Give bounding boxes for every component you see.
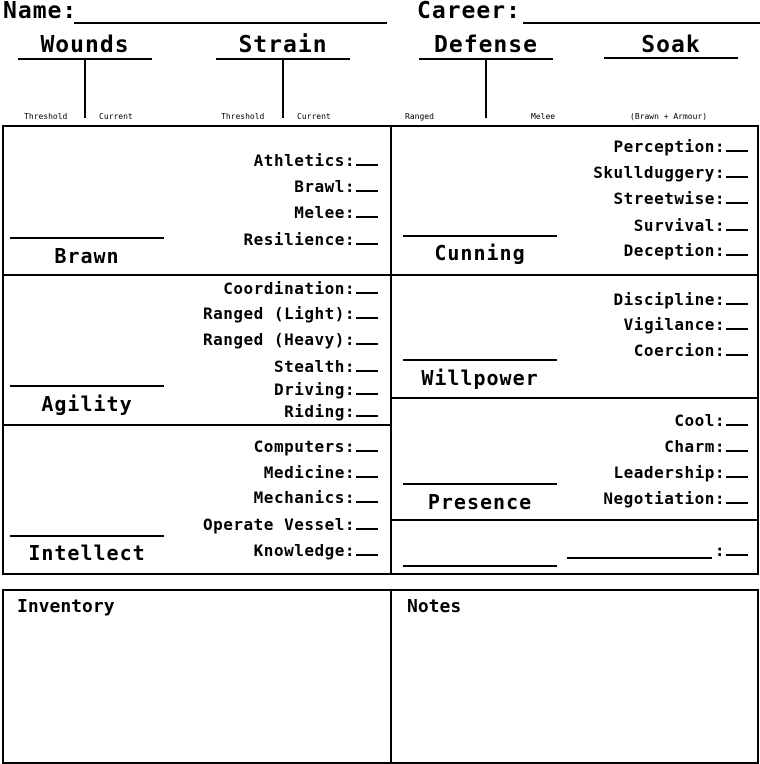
willpower-label: Willpower (421, 366, 539, 390)
defense-melee-label: Melee (531, 112, 556, 121)
inventory-label: Inventory (17, 596, 115, 617)
skill-cool[interactable]: Cool: (674, 411, 748, 430)
agility-value-line[interactable] (10, 385, 164, 387)
presence-value-line[interactable] (403, 483, 557, 485)
willpower-value-line[interactable] (403, 359, 557, 361)
strain-threshold-label: Threshold (221, 112, 265, 121)
willpower-presence-divider (391, 397, 759, 399)
brawn-value-line[interactable] (10, 237, 164, 239)
cunning-value-line[interactable] (403, 235, 557, 237)
custom-characteristic-line[interactable] (403, 565, 557, 567)
skill-mechanics[interactable]: Mechanics: (254, 488, 378, 507)
agility-intellect-divider (2, 424, 391, 426)
presence-label: Presence (427, 490, 533, 514)
skill-driving[interactable]: Driving: (274, 380, 378, 399)
career-line[interactable] (523, 22, 760, 24)
skill-negotiation[interactable]: Negotiation: (603, 489, 748, 508)
soak-note: (Brawn + Armour) (630, 112, 708, 121)
soak-underline (604, 57, 738, 59)
skill-deception[interactable]: Deception: (624, 241, 748, 260)
cunning-willpower-divider (391, 274, 759, 276)
skill-computers[interactable]: Computers: (254, 437, 378, 456)
skill-athletics[interactable]: Athletics: (254, 151, 378, 170)
skill-ranged-light[interactable]: Ranged (Light): (203, 304, 378, 323)
skill-discipline[interactable]: Discipline: (614, 290, 748, 309)
notes-label: Notes (407, 596, 462, 617)
defense-ranged-label: Ranged (405, 112, 434, 121)
skill-vigilance[interactable]: Vigilance: (624, 315, 748, 334)
skill-operate-vessel[interactable]: Operate Vessel: (203, 515, 378, 534)
skill-medicine[interactable]: Medicine: (264, 463, 378, 482)
career-label: Career: (417, 0, 521, 24)
custom-skill-name-line[interactable] (567, 557, 712, 559)
soak-label: Soak (641, 32, 701, 58)
intellect-label: Intellect (28, 541, 146, 565)
wounds-current-label: Current (99, 112, 133, 121)
wounds-label: Wounds (40, 32, 130, 58)
name-label: Name: (3, 0, 78, 24)
skill-leadership[interactable]: Leadership: (614, 463, 748, 482)
skill-coercion[interactable]: Coercion: (634, 341, 748, 360)
skill-survival[interactable]: Survival: (634, 216, 748, 235)
skill-skullduggery[interactable]: Skullduggery: (593, 163, 748, 182)
inventory-area[interactable] (5, 622, 388, 748)
strain-label: Strain (238, 32, 328, 58)
defense-divider (485, 60, 487, 118)
characteristics-grid (2, 125, 759, 575)
skill-stealth[interactable]: Stealth: (274, 357, 378, 376)
strain-underline (216, 58, 350, 60)
defense-label: Defense (434, 32, 538, 58)
name-line[interactable] (74, 22, 387, 24)
defense-underline (419, 58, 553, 60)
wounds-divider (84, 60, 86, 118)
grid-center-divider (390, 125, 392, 575)
intellect-value-line[interactable] (10, 535, 164, 537)
skill-charm[interactable]: Charm: (664, 437, 748, 456)
agility-label: Agility (41, 392, 133, 416)
wounds-underline (18, 58, 152, 60)
skill-brawl[interactable]: Brawl: (294, 177, 378, 196)
skill-resilience[interactable]: Resilience: (244, 230, 378, 249)
presence-custom-divider (391, 519, 759, 521)
skill-knowledge[interactable]: Knowledge: (254, 541, 378, 560)
strain-divider (282, 60, 284, 118)
brawn-agility-divider (2, 274, 391, 276)
skill-coordination[interactable]: Coordination: (223, 279, 378, 298)
skill-ranged-heavy[interactable]: Ranged (Heavy): (203, 330, 378, 349)
skill-melee[interactable]: Melee: (294, 203, 378, 222)
skill-streetwise[interactable]: Streetwise: (614, 189, 748, 208)
notes-area[interactable] (394, 622, 756, 748)
brawn-label: Brawn (54, 244, 120, 268)
skill-custom[interactable]: : (715, 541, 748, 560)
wounds-threshold-label: Threshold (24, 112, 68, 121)
cunning-label: Cunning (434, 241, 526, 265)
strain-current-label: Current (297, 112, 331, 121)
skill-riding[interactable]: Riding: (284, 402, 378, 421)
inventory-notes-divider (390, 589, 392, 764)
skill-perception[interactable]: Perception: (614, 137, 748, 156)
